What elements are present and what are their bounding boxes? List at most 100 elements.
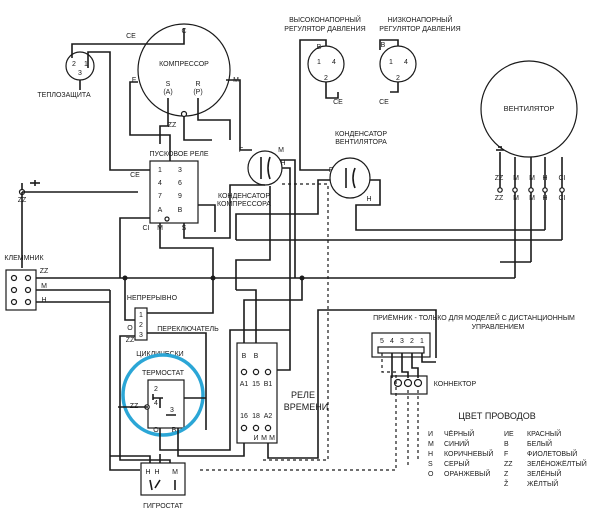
lp-4: 4 (404, 59, 408, 66)
hp-title-1: ВЫСОКОНАПОРНЫЙ (289, 15, 361, 24)
thermal-pin-1: 1 (84, 61, 88, 68)
compressor-capacitor-body (247, 150, 283, 186)
connector-title: КОННЕКТОР (434, 381, 477, 388)
time-relay-bottom-3: M (269, 435, 275, 442)
switch-pin-3: 3 (139, 332, 143, 339)
terminal-zz: ZZ (40, 268, 49, 275)
legend-left-name: ОРАНЖЕВЫЙ (444, 469, 490, 478)
hp-2: 2 (324, 75, 328, 82)
fan-body (480, 60, 578, 158)
time-relay-title-2: ВРЕМЕНИ (284, 402, 328, 412)
compressor-pin-s: S (166, 81, 171, 88)
legend-right-name: ЗЕЛЁНЫЙ (527, 469, 561, 478)
thermostat-b: B (172, 427, 177, 434)
lp-b: B (381, 42, 386, 49)
legend-right-code: Z (504, 471, 509, 478)
thermal-protector-title: ТЕПЛОЗАЩИТА (37, 92, 91, 99)
lp-title-1: НИЗКОНАПОРНЫЙ (388, 15, 453, 24)
start-relay-pin-4: 4 (158, 180, 162, 187)
high-pressure-regulator: ВЫСОКОНАПОРНЫЙ РЕГУЛЯТОР ДАВЛЕНИЯ B 1 4 … (284, 15, 365, 106)
start-relay-pin-9: 9 (178, 193, 182, 200)
receiver-title-2: УПРАВЛЕНИЕМ (472, 324, 525, 331)
time-relay-bottom-2: M (261, 435, 267, 442)
time-relay-title-1: РЕЛЕ (291, 390, 315, 400)
receiver-pin-2: 2 (410, 338, 414, 345)
hygrostat-title: ГИГРОСТАТ (143, 503, 184, 510)
thermostat-pin-4: 4 (154, 400, 158, 407)
start-relay-terminal (164, 216, 170, 222)
thermostat-o: O (153, 427, 159, 434)
legend-right-name: ЖЁЛТЫЙ (527, 479, 558, 488)
receiver-pin-4: 4 (390, 338, 394, 345)
compressor-pin-f: F (132, 77, 136, 84)
legend-right-name: ФИОЛЕТОВЫЙ (527, 449, 577, 458)
start-relay-ci: CI (143, 225, 150, 232)
lp-2: 2 (396, 75, 400, 82)
fan-cap-h: H (366, 196, 371, 203)
legend-right-code: ИЕ (504, 431, 514, 438)
legend-right-code: F (504, 451, 508, 458)
start-relay-pin-3: 3 (178, 167, 182, 174)
hygrostat: Н Н M ГИГРОСТАТ (140, 462, 186, 510)
time-relay-15: 15 (252, 381, 260, 388)
fan-title: ВЕНТИЛЯТОР (504, 104, 555, 113)
compressor-zz-label: ZZ (168, 122, 177, 129)
switch-body (134, 307, 148, 341)
low-pressure-regulator: НИЗКОНАПОРНЫЙ РЕГУЛЯТОР ДАВЛЕНИЯ B 1 4 2… (379, 15, 461, 106)
legend-left-name: ЧЁРНЫЙ (444, 429, 474, 438)
switch-title: ПЕРЕКЛЮЧАТЕЛЬ (157, 326, 219, 333)
time-relay-a2: A2 (264, 413, 273, 420)
start-relay-pin-6: 6 (178, 180, 182, 187)
terminal-block-title: КЛЕММНИК (4, 255, 44, 262)
thermostat-body (147, 379, 185, 429)
time-relay-a1: A1 (240, 381, 249, 388)
terminal-block: КЛЕММНИК ZZ M H (4, 255, 49, 311)
hp-1: 1 (317, 59, 321, 66)
legend-title: ЦВЕТ ПРОВОДОВ (458, 411, 536, 421)
receiver-title-1: ПРИЁМНИК - ТОЛЬКО ДЛЯ МОДЕЛЕЙ С ДИСТАНЦИ… (373, 313, 575, 322)
lp-1: 1 (389, 59, 393, 66)
thermal-pin-2: 2 (72, 61, 76, 68)
fan-cap-title-2: ВЕНТИЛЯТОРА (335, 139, 387, 146)
compressor-pin-s-sub: (A) (163, 89, 172, 96)
fan-m2-b: M (529, 195, 535, 202)
compressor-pin-r-sub: (P) (193, 89, 202, 96)
compressor-pin-r: R (195, 81, 200, 88)
start-relay-pin-7: 7 (158, 193, 162, 200)
thermostat-pin-2: 2 (154, 386, 158, 393)
fan-capacitor: КОНДЕНСАТОР ВЕНТИЛЯТОРА F H (329, 131, 388, 203)
comp-cap-title-2: КОМПРЕССОРА (217, 201, 271, 208)
fan-zz-bottom: ZZ (495, 195, 504, 202)
switch-zz: ZZ (126, 337, 135, 344)
time-relay-16: 16 (240, 413, 248, 420)
ce-label-top: CE (126, 33, 136, 40)
time-relay-b1: B1 (264, 381, 273, 388)
comp-cap-m: M (278, 147, 284, 154)
receiver-pin-5: 5 (380, 338, 384, 345)
legend-right-code: ZZ (504, 461, 513, 468)
thermal-protector: 2 1 3 ТЕПЛОЗАЩИТА (37, 51, 95, 99)
start-relay-body (149, 160, 199, 224)
time-relay-18: 18 (252, 413, 260, 420)
hygrostat-body (140, 462, 186, 496)
time-relay-top-b1: B (242, 353, 247, 360)
thermostat-title: ТЕРМОСТАТ (142, 370, 185, 377)
terminal-m: M (41, 283, 47, 290)
lp-ce: CE (379, 99, 389, 106)
legend-right-name: ЗЕЛЁНОЖЁЛТЫЙ (527, 459, 587, 468)
legend-left-code: M (428, 441, 434, 448)
wire-color-legend: ЦВЕТ ПРОВОДОВ И ЧЁРНЫЙ M СИНИЙ H КОРИЧНЕ… (428, 411, 587, 488)
mode-switch: НЕПРЕРЫВНО 1 2 3 O ZZ ПЕРЕКЛЮЧАТЕЛЬ ЦИКЛ… (126, 295, 219, 358)
legend-right-code: Ž (504, 479, 509, 488)
thermal-pin-3: 3 (78, 70, 82, 77)
hygrostat-pin-1: Н (145, 469, 150, 476)
compressor-capacitor: F M H КОНДЕНСАТОР КОМПРЕССОРА (217, 147, 285, 208)
start-relay-pin-b: B (178, 207, 183, 214)
fan-m: M (513, 175, 519, 182)
fan-cap-body (329, 157, 371, 199)
hp-ce: CE (333, 99, 343, 106)
legend-left-name: КОРИЧНЕВЫЙ (444, 449, 493, 458)
legend-left-name: СИНИЙ (444, 439, 469, 448)
legend-left-name: СЕРЫЙ (444, 459, 470, 468)
